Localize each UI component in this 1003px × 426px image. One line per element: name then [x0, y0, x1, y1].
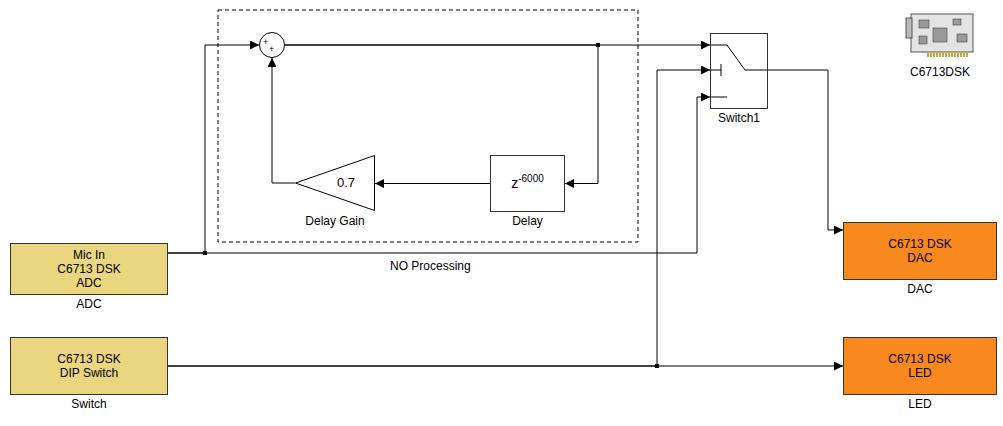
block-caption: Switch [71, 397, 106, 411]
signal-connector [168, 45, 259, 253]
switch-stroke [711, 97, 727, 98]
gain-triangle: 0.7Delay Gain [295, 155, 375, 211]
switch-stroke [745, 70, 767, 71]
block-caption: DAC [907, 282, 932, 296]
gain-shape [296, 156, 375, 211]
block-text: C6713 DSK DAC [887, 237, 953, 265]
signal-connector [768, 70, 843, 230]
signal-connector [375, 183, 490, 184]
edge-pin [957, 52, 959, 57]
switch-symbol [711, 34, 767, 108]
block-text: Mic In C6713 DSK ADC [56, 248, 122, 290]
board-chip [933, 28, 947, 42]
block-text: z [511, 175, 518, 191]
text-holder: C6713 DSK LED [887, 352, 953, 380]
board-illustration [905, 10, 975, 62]
dac-block: C6713 DSK DACDAC [843, 222, 997, 280]
edge-pin [963, 52, 965, 57]
text-holder: z-6000 [511, 176, 544, 191]
board-icon: C6713DSK [905, 10, 975, 62]
edge-pin [951, 52, 953, 57]
edge-pin [927, 52, 929, 57]
delay-exponent: -6000 [518, 173, 544, 184]
edge-pin [966, 52, 968, 57]
block-caption: Switch1 [718, 111, 760, 125]
signal-connector [272, 58, 295, 183]
text-holder: C6713 DSK DAC [887, 237, 953, 265]
delay-block: z-6000Delay [490, 155, 565, 212]
edge-pin [936, 52, 938, 57]
switch-block: Switch1 [710, 33, 768, 109]
switch-stroke [727, 45, 745, 70]
sum-circle: ++ [259, 32, 285, 58]
block-text: C6713 DSK LED [887, 352, 953, 380]
block-caption: Delay Gain [305, 214, 364, 228]
triangle-outline [295, 155, 375, 211]
block-caption: LED [908, 397, 931, 411]
board-chip [953, 19, 961, 25]
board-chip [919, 20, 929, 28]
edge-pin [960, 52, 962, 57]
led-block: C6713 DSK LEDLED [843, 337, 997, 395]
edge-pin [945, 52, 947, 57]
switch-stroke [711, 70, 721, 71]
edge-pin [933, 52, 935, 57]
block-caption: ADC [76, 297, 101, 311]
edge-pin [930, 52, 932, 57]
signal-connector [168, 366, 843, 367]
block-caption: Delay [512, 214, 543, 228]
board-bracket [906, 18, 912, 38]
text-holder: 0.7 [315, 176, 355, 190]
board-chip [919, 36, 927, 44]
edge-pin [939, 52, 941, 57]
switch-stroke [711, 45, 727, 46]
block-text: 0.7 [337, 176, 355, 190]
block-caption: C6713DSK [910, 65, 970, 79]
signal-connector [168, 70, 710, 366]
switch-stroke [721, 64, 722, 76]
board-outline [911, 14, 973, 52]
dip-switch-block: C6713 DSK DIP SwitchSwitch [10, 337, 168, 395]
subsystem-frame [218, 10, 638, 242]
board-chip [957, 34, 967, 42]
connector-label: NO Processing [388, 259, 473, 273]
text-holder: Mic In C6713 DSK ADC [56, 248, 122, 290]
edge-pin [948, 52, 950, 57]
text-holder: C6713 DSK DIP Switch [56, 352, 122, 380]
sign-mark: + [263, 38, 268, 47]
edge-pin [954, 52, 956, 57]
block-text: C6713 DSK DIP Switch [56, 352, 122, 380]
sign-mark: + [269, 45, 274, 54]
signal-connector [168, 97, 710, 253]
edge-pin [942, 52, 944, 57]
adc-block: Mic In C6713 DSK ADCADC [10, 243, 168, 295]
